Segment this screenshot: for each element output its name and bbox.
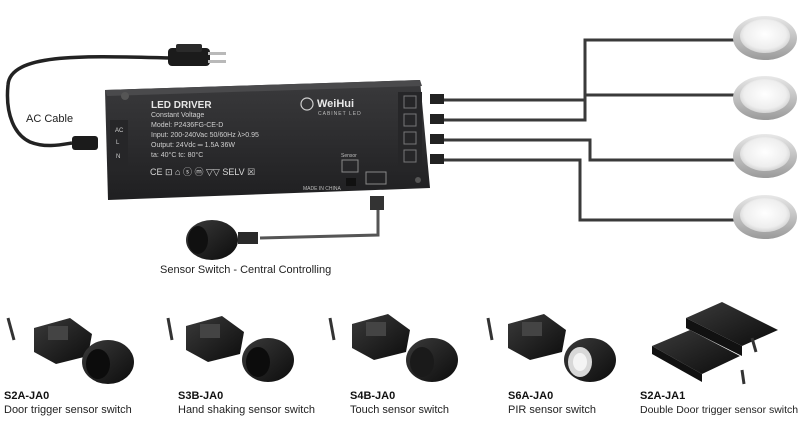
puck-light-1 [733,16,797,60]
product-code: S2A-JA1 [640,390,686,402]
made-in-label: MADE IN CHINA [303,186,341,192]
ac-cable-label: AC Cable [26,113,74,125]
ac-cable [5,44,226,150]
product-caption: S6A-JA0 PIR sensor switch [508,390,596,416]
sensor-port-label: Sensor [341,153,357,159]
product-s2a-ja1-image [652,302,778,385]
brand-name: WeiHui [317,98,355,110]
l-mark: L [116,140,120,146]
product-caption: S2A-JA0 Door trigger sensor switch [4,390,132,416]
central-sensor-switch [186,196,384,260]
ac-mark: AC [115,128,124,134]
central-controlling-label: Sensor Switch - Central Controlling [160,264,332,276]
product-s6a-ja0-image [486,314,616,382]
product-caption: S4B-JA0 Touch sensor switch [350,390,449,416]
product-caption: S3B-JA0 Hand shaking sensor switch [178,390,315,416]
certification-marks: CE ⊡ ⌂ ⓢ ⓜ ▽▽ SELV ☒ [150,167,256,177]
product-description: Hand shaking sensor switch [178,404,315,416]
product-code: S4B-JA0 [350,390,396,402]
product-code: S2A-JA0 [4,390,50,402]
driver-input: Input: 200-240Vac 50/60Hz λ>0.95 [151,132,259,139]
product-description: Touch sensor switch [350,404,450,416]
brand-subtitle: CABINET LED [318,111,362,117]
product-s4b-ja0-image [328,314,458,382]
product-s3b-ja0-image [166,316,294,382]
cable-connectors [430,94,444,164]
product-description: Double Door trigger sensor switch [640,404,799,416]
n-mark: N [116,154,121,160]
driver-subtitle: Constant Voltage [151,112,205,119]
puck-light-4 [733,195,797,239]
driver-model: Model: P2436FG-CE-D [151,122,224,129]
led-driver [105,80,430,200]
output-cables [430,38,735,222]
driver-title: LED DRIVER [151,100,212,111]
puck-light-2 [733,76,797,120]
product-code: S3B-JA0 [178,390,224,402]
product-s2a-ja0-image [6,317,134,384]
product-description: Door trigger sensor switch [4,404,132,416]
product-caption: S2A-JA1 Double Door trigger sensor switc… [640,390,798,416]
driver-output: Output: 24Vdc ═ 1.5A 36W [151,142,235,149]
puck-light-3 [733,134,797,178]
product-description: PIR sensor switch [508,404,597,416]
driver-temps: ta: 40°C tc: 80°C [151,152,204,159]
product-code: S6A-JA0 [508,390,554,402]
